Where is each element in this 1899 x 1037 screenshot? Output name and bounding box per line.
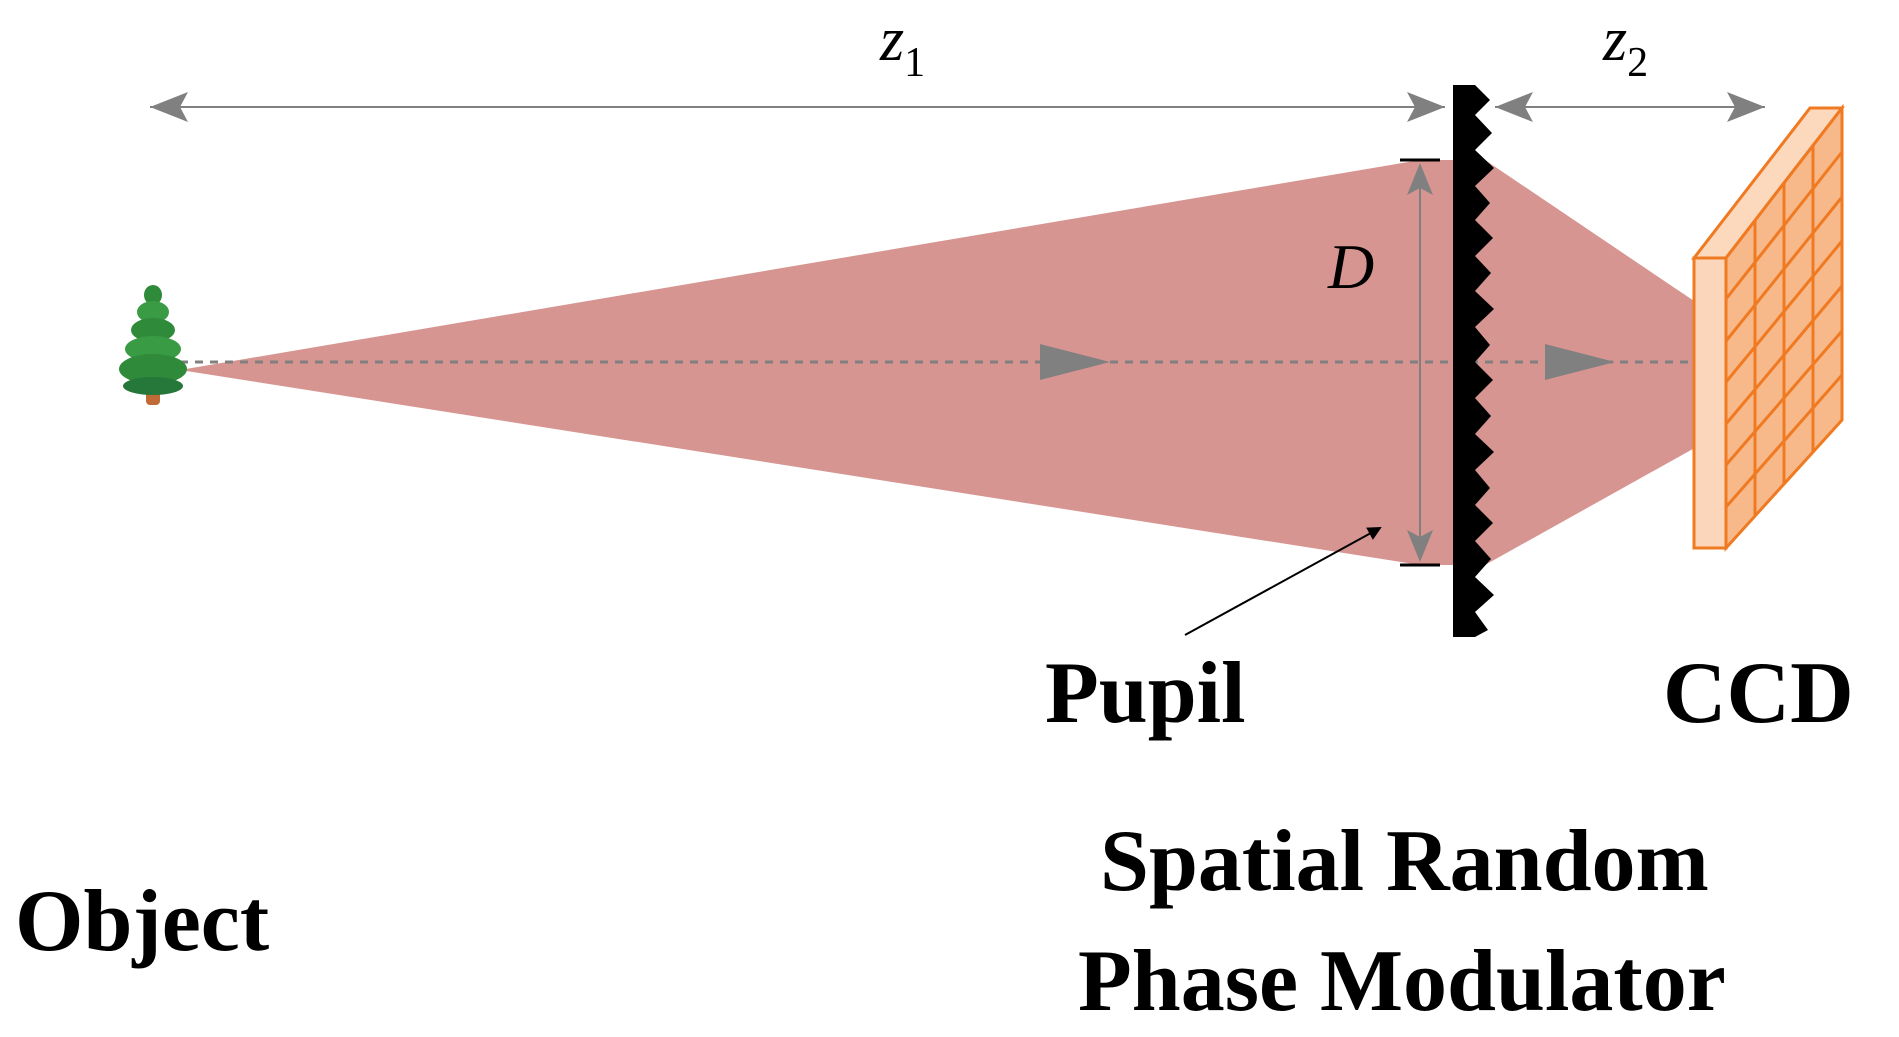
phase-modulator: [1453, 85, 1494, 637]
aperture-dimension: [1400, 158, 1440, 567]
pupil-pointer: [1184, 527, 1382, 636]
z2-label: z2: [1602, 6, 1648, 86]
z2-dimension: [1495, 92, 1765, 122]
propagation-arrow-1: [1040, 344, 1110, 380]
modulator-label-line1: Spatial Random: [1100, 813, 1709, 910]
object-label: Object: [15, 873, 269, 970]
ccd-label: CCD: [1663, 645, 1854, 742]
pupil-label: Pupil: [1045, 645, 1246, 742]
tree-icon: [119, 285, 187, 405]
z1-label: z1: [879, 6, 925, 86]
ccd-grid-icon: [1690, 103, 1846, 552]
modulator-label-line2: Phase Modulator: [1078, 933, 1726, 1030]
z1-dimension: [150, 92, 1445, 122]
propagation-arrow-2: [1545, 344, 1615, 380]
aperture-label: D: [1327, 231, 1374, 302]
